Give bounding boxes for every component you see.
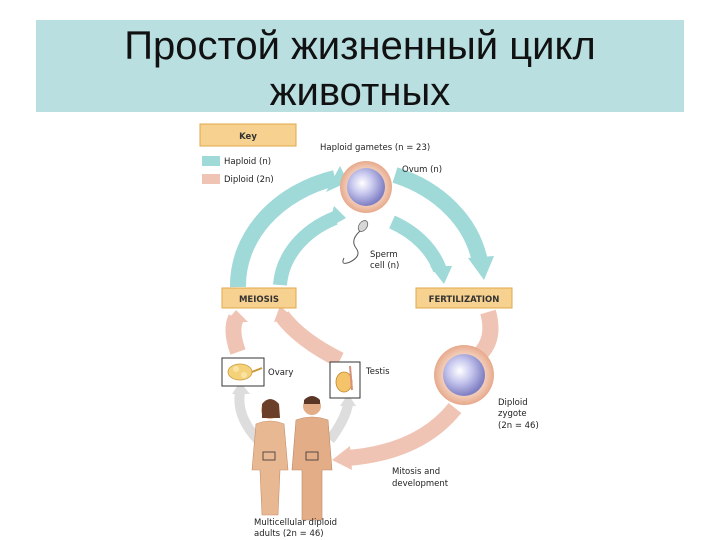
- arrowhead: [468, 256, 494, 280]
- sperm-to-fertilization-arrow: [389, 215, 447, 273]
- meiosis-box: [221, 287, 297, 309]
- sperm-label-line2: cell (n): [370, 261, 399, 271]
- adults-label-line1: Multicellular diploid: [254, 518, 337, 528]
- male-figure-icon: [291, 396, 333, 521]
- arrowhead: [328, 206, 346, 228]
- testis-to-meiosis-arrow: [275, 311, 344, 368]
- zygote-to-adults-arrow: [347, 402, 462, 466]
- legend-haploid-label: Haploid (n): [224, 157, 271, 167]
- fertilization-to-zygote-arrow: [472, 309, 499, 362]
- testis-label: Testis: [365, 367, 390, 377]
- ovum-to-fertilization-arrow: [392, 167, 488, 264]
- slide-title-line2: животных: [269, 70, 451, 114]
- arrowhead: [332, 446, 352, 470]
- fertilization-label: FERTILIZATION: [429, 295, 500, 305]
- arrowhead: [274, 306, 294, 322]
- adults-label-line2: adults (2n = 46): [254, 529, 324, 539]
- meiosis-label: MEIOSIS: [239, 295, 279, 305]
- zygote-label-line3: (2n = 46): [498, 421, 539, 431]
- meiosis-to-ovum-arrow: [229, 170, 337, 288]
- zygote-cell: [434, 345, 494, 405]
- meiosis-to-sperm-arrow: [273, 211, 338, 286]
- legend-title: Key: [239, 132, 257, 142]
- legend: Key Haploid (n) Diploid (2n): [199, 123, 297, 185]
- gametes-label: Haploid gametes (n = 23): [320, 143, 430, 153]
- fertilization-box: [415, 287, 513, 309]
- testis-icon: [335, 365, 353, 393]
- arrowhead: [232, 382, 250, 394]
- gonad-arrows: [232, 382, 356, 444]
- female-figure-icon: [251, 399, 289, 516]
- legend-header-box: [199, 123, 297, 147]
- arrowhead: [340, 394, 356, 406]
- title-banner: Простой жизненный цикл животных: [36, 20, 684, 114]
- slide-title-line1: Простой жизненный цикл: [124, 24, 596, 68]
- legend-haploid-swatch: [202, 156, 220, 166]
- zygote-label-line1: Diploid: [498, 398, 528, 408]
- ovary-icon: [227, 363, 263, 381]
- legend-diploid-swatch: [202, 174, 220, 184]
- adult-to-ovary-arrow: [234, 391, 262, 444]
- mitosis-label-line1: Mitosis and: [392, 467, 440, 477]
- arrowhead: [430, 266, 452, 284]
- haploid-arrows: [229, 166, 494, 288]
- arrowhead: [226, 310, 248, 322]
- mitosis-label-line2: development: [392, 479, 449, 489]
- sperm-label-line1: Sperm: [370, 250, 398, 260]
- zygote-icon: [443, 354, 485, 396]
- ovum-icon: [347, 168, 385, 206]
- adult-to-testis-arrow: [325, 403, 353, 443]
- legend-diploid-label: Diploid (2n): [224, 175, 274, 185]
- sperm-icon: [342, 220, 369, 264]
- ovary-label: Ovary: [268, 368, 293, 378]
- ovum-cell: [340, 161, 392, 213]
- zygote-label-line2: zygote: [498, 409, 527, 419]
- arrowhead: [326, 166, 348, 192]
- ovum-label: Ovum (n): [402, 165, 442, 175]
- ovary-to-meiosis-arrow: [225, 314, 246, 355]
